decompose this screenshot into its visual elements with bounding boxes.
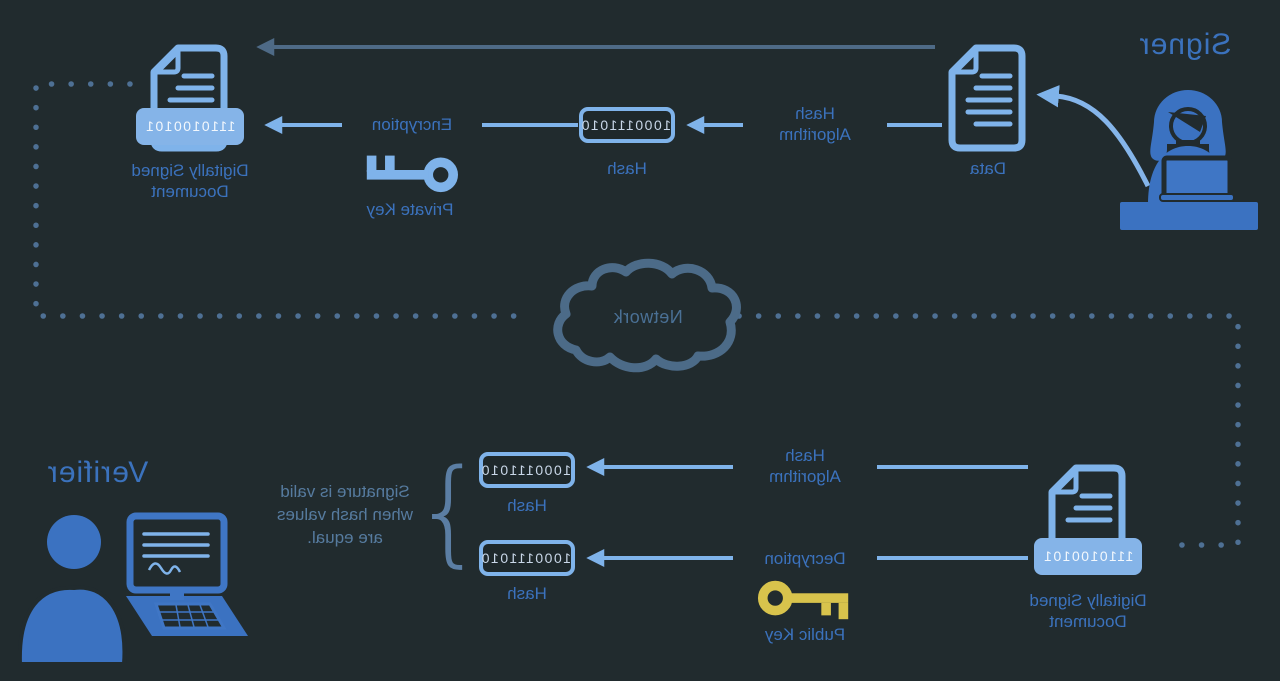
signer-to-data-curved-arrow — [1036, 85, 1151, 188]
decryption-label: Decryption — [733, 547, 877, 570]
public-key-icon — [757, 580, 849, 620]
signed-document-label-signer: Digitally Signed Document — [131, 161, 249, 201]
public-key-label: Public Key — [764, 625, 846, 644]
hash-label-verifier-top: Hash — [507, 496, 547, 515]
data-document-icon — [948, 44, 1026, 152]
private-key-label: Private Key — [366, 200, 454, 219]
network-label: Network — [613, 307, 683, 327]
hash-label-verifier-bottom: Hash — [507, 584, 547, 603]
encryption-label: Encryption — [342, 113, 482, 136]
hash-algorithm-label-signer: Hash Algorithm — [743, 102, 887, 146]
verifier-person-icon — [18, 512, 248, 664]
hash-value-box-verifier-top: 1000111010 — [479, 452, 575, 488]
signer-title: Signer — [1138, 28, 1232, 61]
network-dotted-path-signer — [33, 81, 529, 319]
private-key-icon — [366, 155, 458, 193]
hash-label-signer: Hash — [607, 159, 647, 178]
data-label: Data — [970, 159, 1006, 178]
verifier-title: Verifier — [46, 456, 149, 489]
hash-value-box-signer: 1000111010 — [579, 107, 675, 143]
network-dotted-path-verifier — [736, 313, 1241, 548]
hash-algorithm-label-verifier: Hash Algorithm — [733, 444, 877, 488]
hash-value-box-verifier-bottom: 1000111010 — [479, 540, 575, 576]
signer-person-icon — [1120, 90, 1258, 230]
network-cloud-icon — [553, 258, 741, 373]
validity-note: Signature is valid when hash values are … — [276, 482, 414, 547]
signed-document-band-verifier: 1110100101 — [1034, 538, 1142, 575]
signed-document-label-verifier: Digitally Signed Document — [1029, 591, 1147, 631]
signed-document-band-signer: 1110100101 — [136, 108, 244, 145]
